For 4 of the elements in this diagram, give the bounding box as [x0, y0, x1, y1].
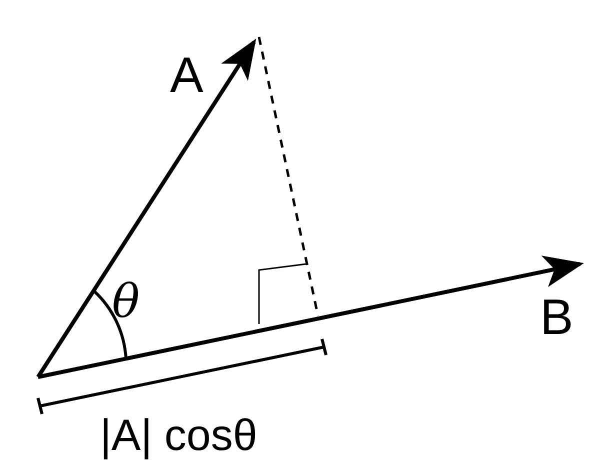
vector-label: A: [170, 50, 204, 100]
projection-label: |A| cosθ: [100, 414, 258, 458]
vector-label: B: [540, 292, 574, 342]
angle-label: θ: [112, 278, 140, 324]
